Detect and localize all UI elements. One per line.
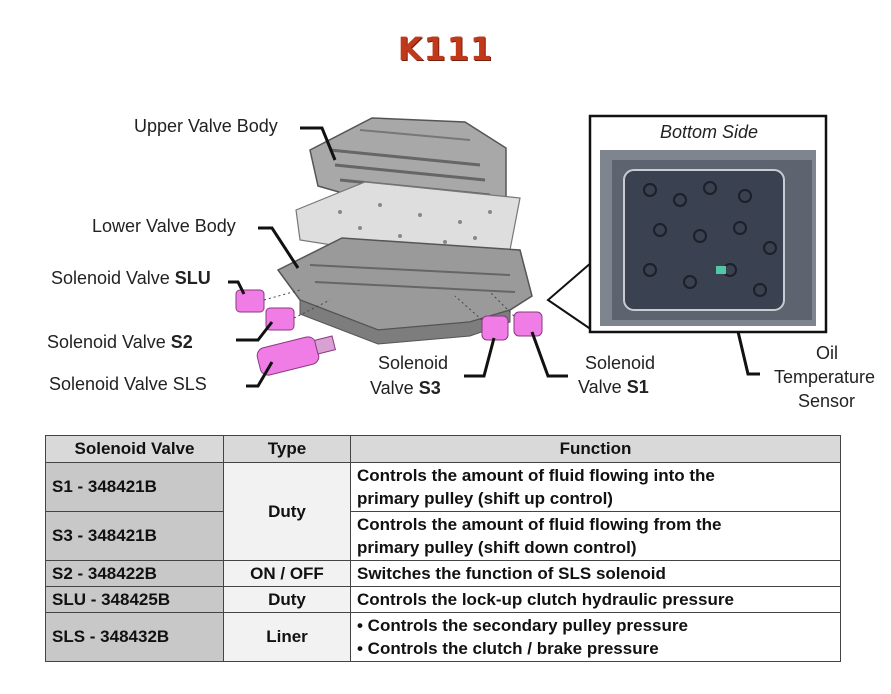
valve-cell: S1 - 348421B — [45, 462, 224, 512]
table-header-row: Solenoid Valve Type Function — [45, 435, 841, 463]
label-oil-temp-line1: Oil — [816, 343, 838, 363]
solenoid-s2 — [265, 299, 331, 331]
valve-cell: SLU - 348425B — [45, 586, 224, 613]
valve-cell: S2 - 348422B — [45, 560, 224, 587]
label-solenoid-slu: Solenoid Valve SLU — [51, 268, 211, 289]
label-upper-valve-body: Upper Valve Body — [134, 116, 278, 136]
page-title: K111 — [397, 30, 494, 68]
leader-s3 — [464, 337, 496, 378]
label-oil-temp-line3: Sensor — [798, 391, 856, 411]
type-cell: Liner — [223, 612, 351, 662]
valve-cell: SLS - 348432B — [45, 612, 224, 662]
solenoid-slu — [235, 289, 301, 313]
table-row: S2 - 348422B ON / OFF Switches the funct… — [45, 560, 841, 587]
type-cell: Duty — [223, 462, 351, 561]
label-oil-temp-line2: Temperature — [774, 367, 876, 387]
function-line: • Controls the clutch / brake pressure — [357, 639, 659, 658]
solenoid-s1 — [489, 291, 543, 337]
function-line: Controls the amount of fluid flowing fro… — [357, 515, 722, 534]
table-row: SLU - 348425B Duty Controls the lock-up … — [45, 586, 841, 613]
label-solenoid-s3-valve: Valve — [370, 378, 414, 398]
label-solenoid-slu-code: SLU — [174, 268, 211, 288]
lower-valve-body — [276, 237, 533, 345]
function-cell: Controls the amount of fluid flowing fro… — [350, 511, 841, 561]
function-line: primary pulley (shift up control) — [357, 489, 613, 508]
header-type: Type — [223, 435, 351, 463]
function-cell: Controls the amount of fluid flowing int… — [350, 462, 841, 512]
solenoid-valve-table: Solenoid Valve Type Function S1 - 348421… — [45, 435, 841, 662]
table-row: S1 - 348421B Duty Controls the amount of… — [45, 462, 841, 561]
leader-upper-valve-body — [300, 126, 337, 161]
function-line: • Controls the secondary pulley pressure — [357, 616, 688, 635]
label-solenoid-s3-code: S3 — [418, 378, 441, 398]
leader-sls — [246, 361, 274, 388]
solenoid-s3 — [454, 295, 509, 341]
label-solenoid-slu-prefix: Solenoid Valve — [51, 268, 170, 288]
label-solenoid-s1-line2: Valve S1 — [578, 377, 649, 398]
inset-callout — [546, 261, 593, 331]
label-solenoid-sls: Solenoid Valve SLS — [49, 374, 207, 394]
function-line: Controls the amount of fluid flowing int… — [357, 466, 715, 485]
label-solenoid-s2: Solenoid Valve S2 — [47, 332, 193, 353]
label-solenoid-s3-line1: Solenoid — [378, 353, 449, 373]
solenoid-sls — [256, 335, 337, 376]
label-solenoid-s2-code: S2 — [170, 332, 193, 352]
function-cell: • Controls the secondary pulley pressure… — [350, 612, 841, 662]
valve-cell: S3 - 348421B — [45, 511, 224, 561]
label-solenoid-s1-valve: Valve — [578, 377, 622, 397]
table-row: S3 - 348421B Controls the amount of flui… — [45, 511, 841, 561]
type-cell: Duty — [223, 586, 351, 613]
leader-slu — [228, 280, 246, 295]
label-solenoid-s3-line2: Valve S3 — [370, 378, 441, 399]
function-line: primary pulley (shift down control) — [357, 538, 637, 557]
label-solenoid-s2-prefix: Solenoid Valve — [47, 332, 166, 352]
function-line: Switches the function of SLS solenoid — [357, 564, 666, 583]
function-cell: Controls the lock-up clutch hydraulic pr… — [350, 586, 841, 613]
leader-s2 — [236, 321, 274, 342]
label-solenoid-s1-line1: Solenoid — [585, 353, 656, 373]
type-cell: ON / OFF — [223, 560, 351, 587]
valve-body-diagram — [228, 114, 828, 388]
function-line: Controls the lock-up clutch hydraulic pr… — [357, 590, 734, 609]
header-solenoid-valve: Solenoid Valve — [45, 435, 224, 463]
bottom-side-view — [600, 150, 816, 326]
leader-lower-valve-body — [258, 226, 300, 269]
label-lower-valve-body: Lower Valve Body — [92, 216, 236, 236]
leader-s1 — [530, 331, 568, 378]
header-function: Function — [350, 435, 841, 463]
label-solenoid-s1-code: S1 — [626, 377, 649, 397]
label-bottom-side: Bottom Side — [659, 122, 759, 142]
function-cell: Switches the function of SLS solenoid — [350, 560, 841, 587]
table-row: SLS - 348432B Liner • Controls the secon… — [45, 612, 841, 662]
